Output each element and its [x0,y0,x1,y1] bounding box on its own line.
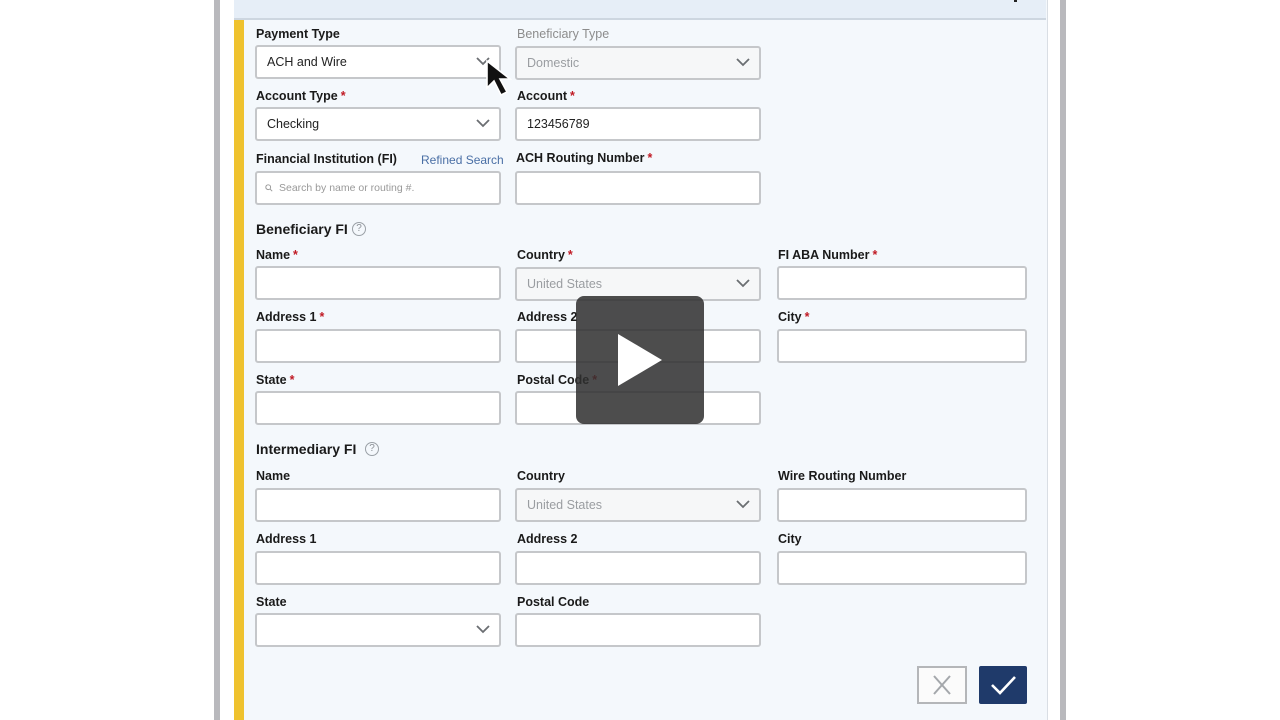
beneficiary-state-label: State* [256,373,295,387]
intermediary-address1-label: Address 1 [256,532,317,546]
help-icon[interactable]: ? [352,222,366,236]
beneficiary-address1-input[interactable] [255,329,501,363]
beneficiary-address2-label: Address 2 [517,310,578,324]
header-edge-glyph [1014,0,1017,2]
beneficiary-city-input[interactable] [777,329,1027,363]
intermediary-postal-label: Postal Code [517,595,590,609]
payment-type-label: Payment Type [256,27,340,41]
payment-type-select[interactable]: ACH and Wire [255,45,501,79]
account-type-value: Checking [267,117,320,131]
required-marker: * [293,248,298,262]
intermediary-fi-heading: Intermediary FI [256,441,357,457]
beneficiary-type-value: Domestic [527,56,580,70]
account-type-label: Account Type* [256,89,346,103]
fi-aba-number-input[interactable] [777,266,1027,300]
beneficiary-name-label: Name* [256,248,298,262]
beneficiary-state-input[interactable] [255,391,501,425]
intermediary-city-label: City [778,532,802,546]
panel-header-strip [234,0,1046,20]
required-marker: * [340,89,346,103]
beneficiary-country-value: United States [527,277,603,291]
intermediary-address1-input[interactable] [255,551,501,585]
wire-routing-label: Wire Routing Number [778,469,907,483]
play-icon [618,334,662,386]
window-frame-left [214,0,220,720]
chevron-down-icon [476,625,490,634]
intermediary-country-select[interactable]: United States [515,488,761,522]
mouse-pointer-icon [486,59,513,97]
required-marker: * [647,151,653,165]
chevron-down-icon [476,119,490,128]
refined-search-link[interactable]: Refined Search [421,153,504,167]
intermediary-name-input[interactable] [255,488,501,522]
required-marker: * [804,310,810,324]
account-input[interactable]: 123456789 [515,107,761,141]
video-play-button[interactable] [576,296,704,424]
chevron-down-icon [736,58,750,67]
payment-type-value: ACH and Wire [267,55,347,69]
confirm-button[interactable] [979,666,1027,704]
intermediary-country-value: United States [527,498,603,512]
intermediary-name-label: Name [256,469,291,483]
financial-institution-label: Financial Institution (FI) [256,152,397,166]
beneficiary-address1-label: Address 1* [256,310,325,324]
chevron-down-icon [736,500,750,509]
intermediary-postal-input[interactable] [515,613,761,647]
intermediary-city-input[interactable] [777,551,1027,585]
fi-aba-number-label: FI ABA Number* [778,248,878,262]
intermediary-address2-input[interactable] [515,551,761,585]
beneficiary-city-label: City* [778,310,810,324]
close-icon [933,675,951,695]
intermediary-state-label: State [256,595,287,609]
beneficiary-name-input[interactable] [255,266,501,300]
required-marker: * [570,89,575,103]
beneficiary-country-label: Country* [517,248,573,262]
cancel-button[interactable] [917,666,967,704]
search-icon [265,184,273,192]
intermediary-address2-label: Address 2 [517,532,578,546]
window-frame-right [1060,0,1066,720]
required-marker: * [567,248,573,262]
account-label: Account* [517,89,575,103]
account-type-select[interactable]: Checking [255,107,501,141]
required-marker: * [872,248,878,262]
required-marker: * [289,373,295,387]
beneficiary-fi-heading: Beneficiary FI [256,221,348,237]
wire-routing-input[interactable] [777,488,1027,522]
help-icon[interactable]: ? [365,442,379,456]
intermediary-state-select[interactable] [255,613,501,647]
required-marker: * [319,310,325,324]
intermediary-country-label: Country [517,469,565,483]
check-icon [991,676,1016,695]
chevron-down-icon [736,279,750,288]
ach-routing-label: ACH Routing Number* [516,151,653,165]
fi-search-input[interactable]: Search by name or routing #. [255,171,501,205]
beneficiary-type-label: Beneficiary Type [517,27,610,41]
ach-routing-input[interactable] [515,171,761,205]
fi-search-placeholder: Search by name or routing #. [279,182,415,194]
accent-bar [234,20,244,720]
beneficiary-type-select[interactable]: Domestic [515,46,761,80]
